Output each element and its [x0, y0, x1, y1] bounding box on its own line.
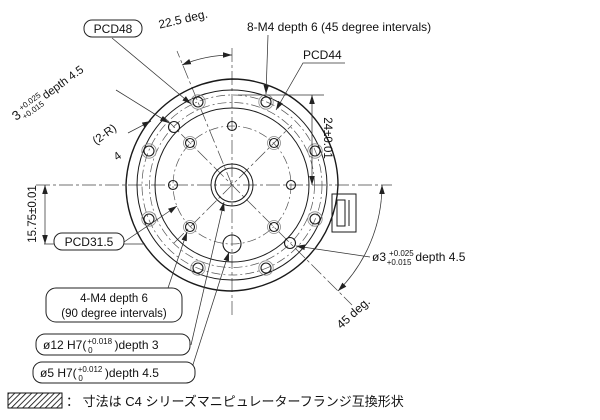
centerlines	[36, 48, 392, 318]
4-m4-line2: (90 degree intervals)	[61, 308, 167, 320]
leader-lines	[111, 34, 371, 375]
label-8-m4: 8-M4 depth 6 (45 degree intervals)	[247, 20, 431, 34]
pcd31-5-text: PCD31.5	[65, 235, 114, 249]
legend-text: ： 寸法は C4 シリーズマニピュレーターフランジ互換形状	[66, 394, 404, 409]
label-pcd31-5: PCD31.5	[53, 232, 125, 251]
pitch-circle-diameters	[141, 94, 323, 276]
legend-hatch-swatch	[7, 392, 63, 409]
center-bore	[210, 163, 254, 207]
dowel-pin-holes	[167, 120, 297, 254]
label-4-m4: 4-M4 depth 6 (90 degree intervals)	[45, 287, 183, 323]
label-pcd44: PCD44	[303, 48, 342, 62]
dim-24-text: 24±0.01	[321, 117, 333, 159]
4-m4-line1: 4-M4 depth 6	[80, 293, 148, 305]
label-pcd48: PCD48	[83, 19, 143, 38]
pcd48-text: PCD48	[94, 22, 133, 36]
dim-15-75-text: 15.75±0.01	[27, 185, 39, 242]
legend: ： 寸法は C4 シリーズマニピュレーターフランジ互換形状	[7, 392, 404, 409]
m4-bolt-holes-inner	[167, 120, 297, 234]
dimension-24: 24±0.01	[238, 94, 333, 185]
